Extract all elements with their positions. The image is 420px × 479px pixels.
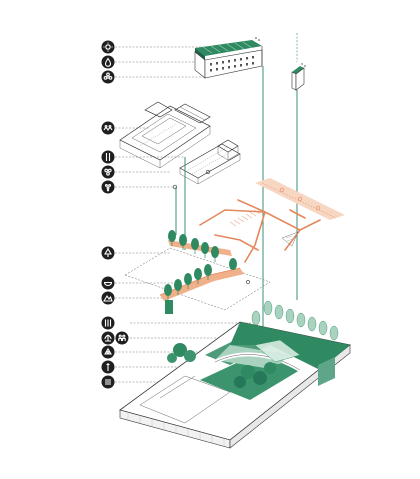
- grapes-icon: [101, 180, 115, 194]
- column-icon: [101, 150, 115, 164]
- crowd-icon: [101, 121, 115, 135]
- vertical-lines-icon: [101, 316, 115, 330]
- torch-icon: [101, 360, 115, 374]
- fountain-icon: [101, 331, 115, 345]
- cluster-icon: [101, 165, 115, 179]
- flower-icon: [101, 70, 115, 84]
- landscape-base-layer: [119, 300, 351, 449]
- mountain-icon: [101, 291, 115, 305]
- tree-icon: [101, 246, 115, 260]
- building-layer: [194, 37, 306, 91]
- courtyard-buildings-layer: [119, 101, 241, 190]
- tree-row-lower: [164, 264, 212, 296]
- legend-icons: [101, 40, 129, 389]
- stack-icon: [101, 375, 115, 389]
- bowl-icon: [101, 276, 115, 290]
- planting-strip-layer: [124, 230, 271, 314]
- mixed-icon: [101, 345, 115, 359]
- water-drop-icon: [101, 55, 115, 69]
- circulation-paths-layer: [199, 178, 345, 263]
- people-icon: [115, 331, 129, 345]
- tree-row-back: [251, 300, 339, 341]
- tree-row-upper: [168, 230, 237, 270]
- tree-cluster-left: [167, 343, 196, 363]
- sun-icon: [101, 40, 115, 54]
